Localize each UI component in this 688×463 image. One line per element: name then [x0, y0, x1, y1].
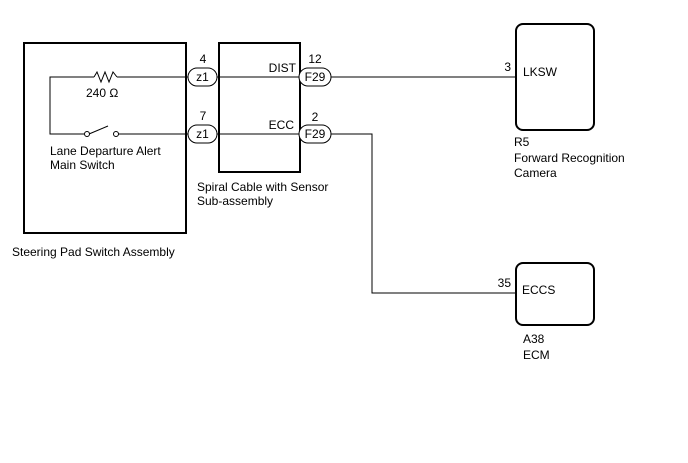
ecm-terminal: ECCS: [522, 283, 555, 297]
signal-dist: DIST: [269, 61, 297, 75]
resistor: [93, 70, 118, 84]
switch-contact-left: [84, 131, 90, 137]
connector-z1-dist-label: z1: [196, 70, 209, 84]
connector-z1-ecc-label: z1: [196, 127, 209, 141]
pin-f29-dist: 12: [308, 52, 322, 66]
ecm-ref: A38: [523, 332, 545, 346]
pin-f29-ecc: 2: [312, 110, 319, 124]
pin-z1-dist: 4: [200, 52, 207, 66]
camera-pin: 3: [504, 60, 511, 74]
pin-z1-ecc: 7: [200, 109, 207, 123]
spiral-cable-title-line1: Spiral Cable with Sensor: [197, 180, 328, 194]
switch-label-line2: Main Switch: [50, 158, 115, 172]
connector-f29-ecc-label: F29: [305, 127, 326, 141]
spiral-cable-box: [218, 42, 301, 173]
spiral-cable-title-line2: Sub-assembly: [197, 194, 273, 208]
switch-contact-right: [113, 131, 119, 137]
switch-label-line1: Lane Departure Alert: [50, 144, 161, 158]
ecm-name: ECM: [523, 348, 550, 362]
camera-name-line2: Camera: [514, 166, 557, 180]
steering-pad-title: Steering Pad Switch Assembly: [12, 245, 175, 259]
camera-terminal: LKSW: [523, 65, 558, 79]
camera-ref: R5: [514, 135, 530, 149]
camera-box: [515, 23, 595, 131]
resistor-value: 240 Ω: [86, 86, 118, 100]
wire-ecc-to-ecm: [331, 133, 516, 294]
ecm-box: [515, 262, 595, 326]
switch-loop-wire: [49, 76, 94, 135]
camera-name-line1: Forward Recognition: [514, 151, 625, 165]
connector-f29-dist-label: F29: [305, 70, 326, 84]
signal-ecc: ECC: [269, 118, 295, 132]
switch-blade: [88, 125, 109, 135]
steering-pad-box: [23, 42, 187, 234]
ecm-pin: 35: [498, 276, 512, 290]
